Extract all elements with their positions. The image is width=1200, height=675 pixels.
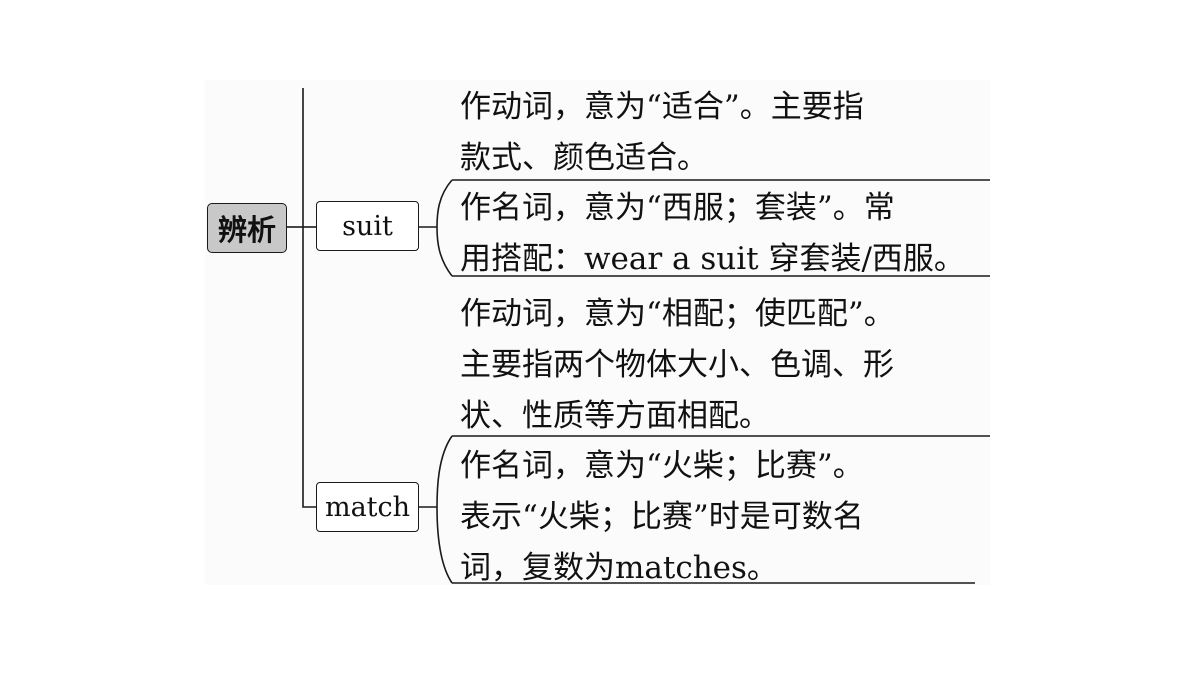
suit-noun-definition: 作名词，意为“西服；套装”。常 用搭配：wear a suit 穿套装/西服。 [460,183,995,285]
suit-verb-definition: 作动词，意为“适合”。主要指 款式、颜色适合。 [460,82,995,184]
definition-line: 主要指两个物体大小、色调、形 [460,347,894,383]
definition-line: 作动词，意为“适合”。主要指 [460,89,864,125]
match-verb-definition: 作动词，意为“相配；使匹配”。 主要指两个物体大小、色调、形 状、性质等方面相配… [460,289,995,442]
match-node: match [316,482,419,532]
definition-line: 用搭配：wear a suit 穿套装/西服。 [460,241,965,277]
definition-line: 作动词，意为“相配；使匹配”。 [460,296,895,332]
match-brace [436,435,453,584]
suit-brace [436,179,453,277]
root-label: 辨析 [217,213,276,247]
suit-node: suit [316,201,419,251]
match-label: match [324,491,411,523]
spine-line [302,88,316,508]
definition-line: 词，复数为matches。 [460,550,778,586]
suit-label: suit [342,210,393,242]
definition-line: 作名词，意为“西服；套装”。常 [460,190,895,226]
definition-line: 状、性质等方面相配。 [460,398,770,434]
definition-line: 表示“火柴；比赛”时是可数名 [460,499,864,535]
definition-line: 款式、颜色适合。 [460,140,708,176]
root-node: 辨析 [207,203,287,253]
match-noun-definition: 作名词，意为“火柴；比赛”。 表示“火柴；比赛”时是可数名 词，复数为match… [460,441,995,594]
definition-line: 作名词，意为“火柴；比赛”。 [460,448,864,484]
